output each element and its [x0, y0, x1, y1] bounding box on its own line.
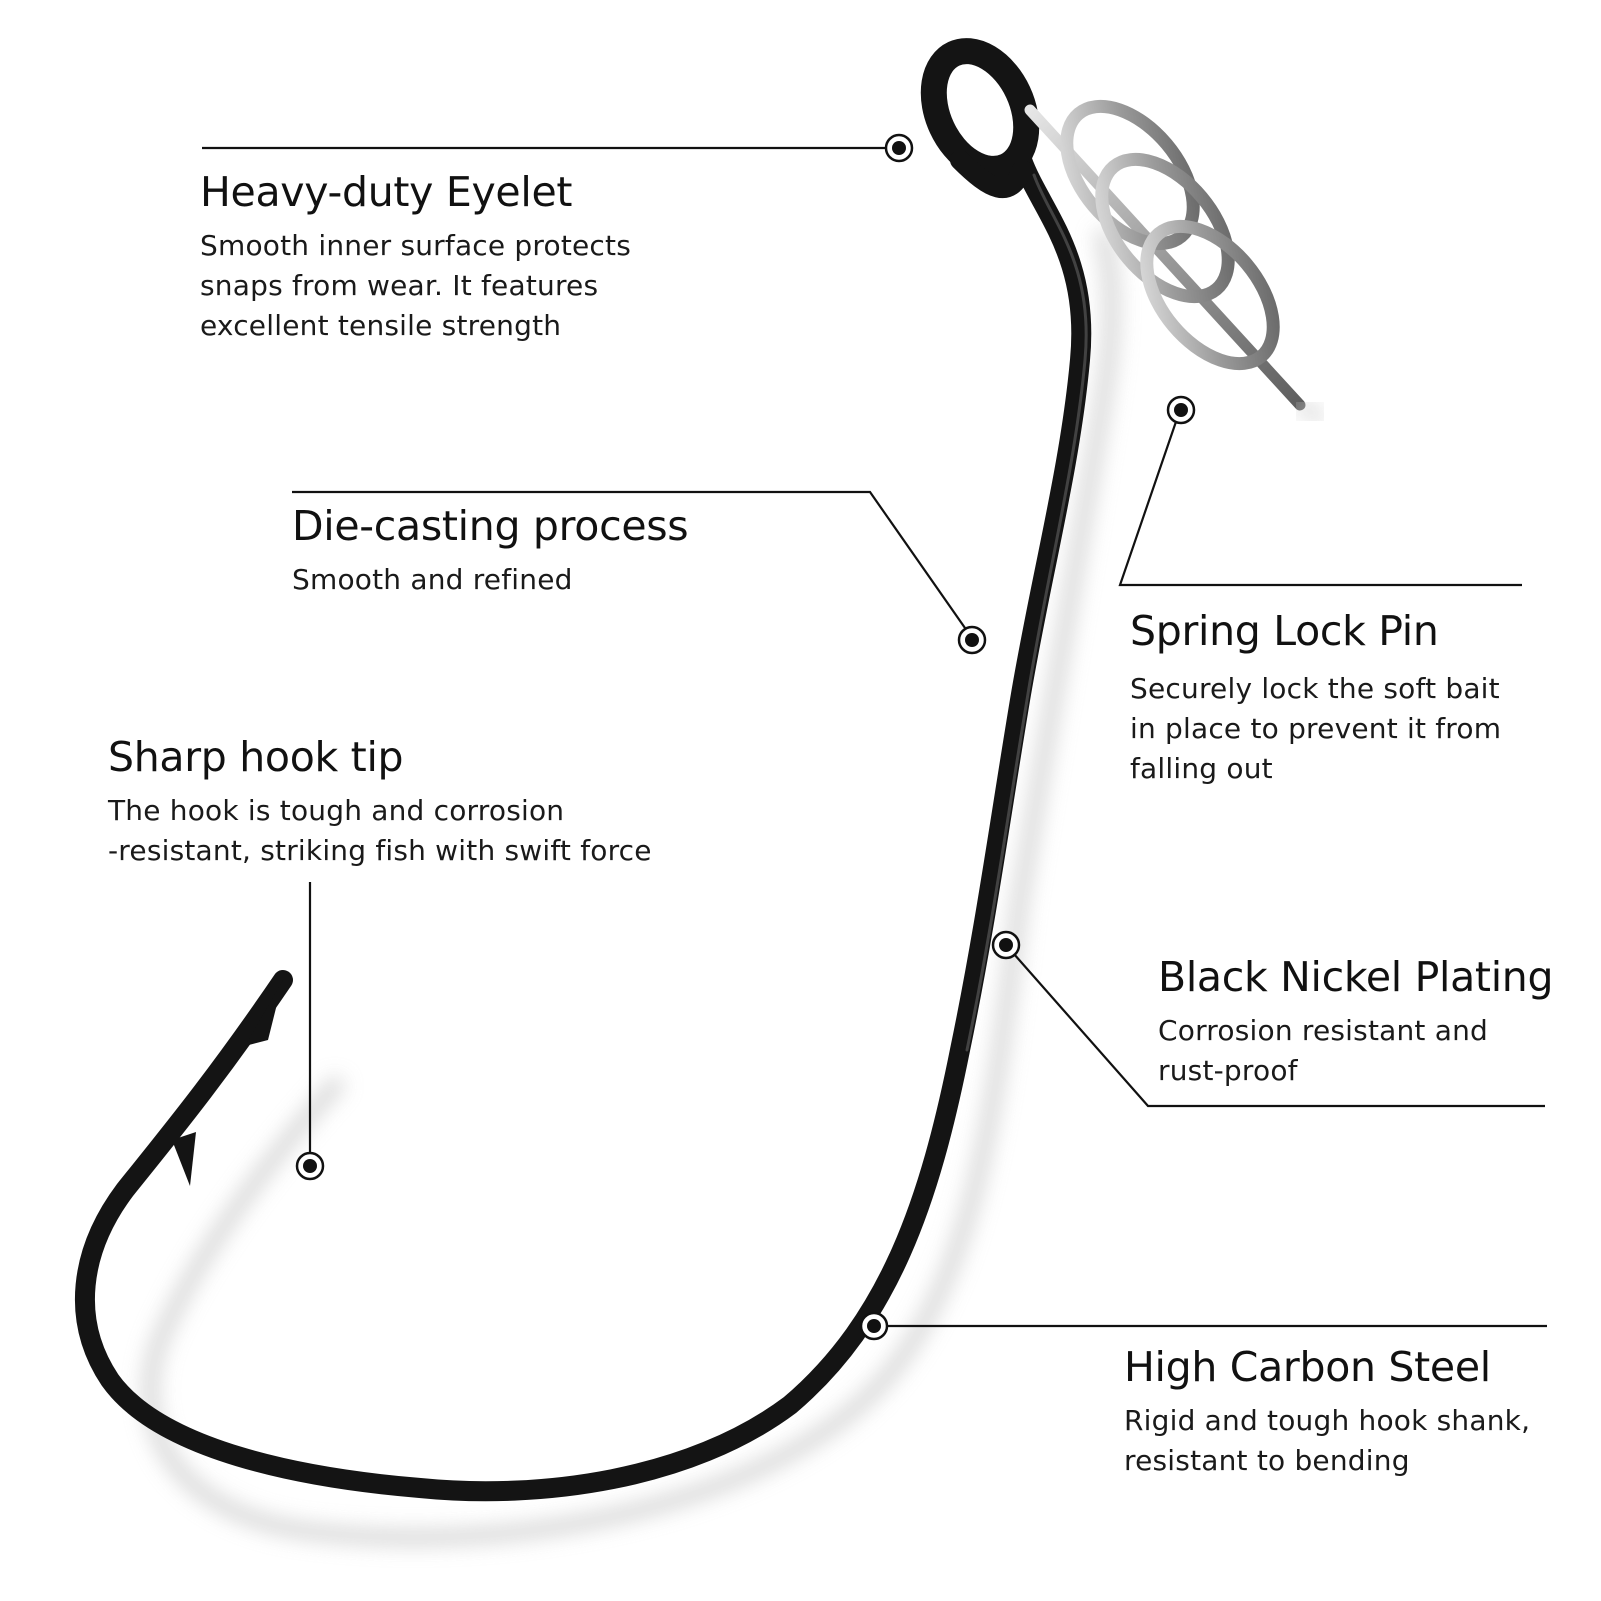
spring-lock-pin — [1024, 99, 1325, 423]
callout-die-casting-title: Die-casting process — [292, 502, 689, 550]
callout-hook-tip-line: The hook is tough and corrosion — [108, 794, 565, 827]
hook-shank — [75, 150, 1092, 1502]
callout-spring-lock-title: Spring Lock Pin — [1130, 607, 1439, 655]
callout-spring-lock-desc: Securely lock the soft bait in place to … — [1130, 669, 1501, 789]
marker-dot-hook-tip — [295, 1151, 325, 1181]
marker-dot-eyelet — [884, 133, 914, 163]
hook-barb — [172, 1132, 196, 1186]
eyelet-ring — [920, 38, 1040, 182]
leader-line-die-casting — [292, 490, 973, 639]
callout-spring-lock: Spring Lock Pin Securely lock the soft b… — [1130, 607, 1501, 789]
callout-plating-line: Corrosion resistant and — [1158, 1014, 1488, 1047]
marker-dot-steel — [859, 1311, 889, 1341]
callout-plating-line: rust-proof — [1158, 1054, 1298, 1087]
callout-steel-line: Rigid and tough hook shank, — [1124, 1404, 1531, 1437]
callout-eyelet: Heavy-duty Eyelet Smooth inner surface p… — [200, 168, 631, 346]
callout-plating: Black Nickel Plating Corrosion resistant… — [1158, 953, 1554, 1091]
spring-coil-1 — [1060, 99, 1200, 251]
callout-plating-desc: Corrosion resistant and rust-proof — [1158, 1011, 1553, 1091]
callout-spring-lock-line: falling out — [1130, 752, 1273, 785]
callout-die-casting-desc: Smooth and refined — [292, 560, 688, 600]
spring-coil-2 — [1095, 152, 1235, 304]
callout-hook-tip-desc: The hook is tough and corrosion -resista… — [108, 791, 652, 871]
callout-steel: High Carbon Steel Rigid and tough hook s… — [1124, 1343, 1530, 1481]
callout-eyelet-desc: Smooth inner surface protects snaps from… — [200, 226, 631, 346]
spring-pin-tip-shadow — [1295, 400, 1325, 423]
callout-eyelet-line: Smooth inner surface protects — [200, 229, 631, 262]
callout-steel-title: High Carbon Steel — [1124, 1343, 1491, 1391]
marker-dot-spring-lock — [1166, 395, 1196, 425]
callout-steel-line: resistant to bending — [1124, 1444, 1410, 1477]
marker-dot-plating — [991, 930, 1021, 960]
callout-steel-desc: Rigid and tough hook shank, resistant to… — [1124, 1401, 1530, 1481]
hook-point — [245, 980, 283, 1046]
callout-eyelet-line: snaps from wear. It features — [200, 269, 599, 302]
callout-die-casting: Die-casting process Smooth and refined — [292, 502, 689, 600]
callout-spring-lock-line: in place to prevent it from — [1130, 712, 1502, 745]
spring-coil-3 — [1140, 219, 1280, 371]
callout-hook-tip-title: Sharp hook tip — [108, 733, 404, 781]
hook-highlight — [965, 173, 1088, 1052]
leader-line-plating — [1005, 944, 1545, 1108]
callout-hook-tip-line: -resistant, striking fish with swift for… — [108, 834, 652, 867]
callout-die-casting-line: Smooth and refined — [292, 563, 573, 596]
callout-spring-lock-line: Securely lock the soft bait — [1130, 672, 1500, 705]
callout-eyelet-line: excellent tensile strength — [200, 309, 562, 342]
hook-shadow — [142, 228, 1120, 1546]
callout-eyelet-title: Heavy-duty Eyelet — [200, 168, 573, 216]
eyelet-neck — [950, 150, 1032, 199]
marker-dot-die-casting — [957, 625, 987, 655]
callout-plating-title: Black Nickel Plating — [1158, 953, 1554, 1001]
leader-line-spring-lock — [1118, 409, 1522, 587]
callout-hook-tip: Sharp hook tip The hook is tough and cor… — [108, 733, 652, 871]
